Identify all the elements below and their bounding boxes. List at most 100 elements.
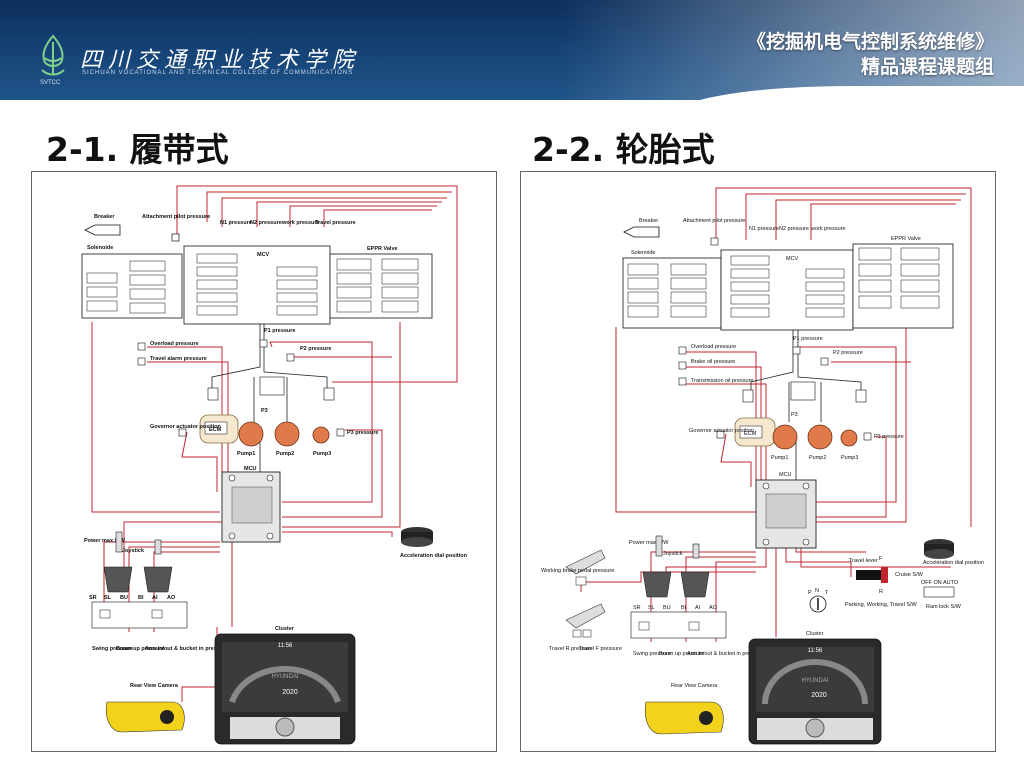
course-title-line2: 精品课程课题组 — [860, 57, 994, 78]
pump2-icon — [807, 424, 833, 450]
pump3-icon — [840, 429, 858, 447]
solenoide-items — [86, 260, 166, 314]
eppr-items — [336, 258, 419, 313]
eppr-items — [858, 247, 940, 309]
rear-camera-icon — [105, 701, 185, 733]
section-title-wheeled: 2-2. 轮胎式 — [532, 130, 715, 169]
travel-r-label: Travel R pressure — [549, 646, 593, 652]
mcu-unit — [221, 471, 281, 543]
p1-label: P1 pressure — [793, 336, 823, 342]
cluster-label: Cluster — [275, 626, 295, 632]
switch-ao: AO — [709, 605, 718, 611]
cluster-monitor — [748, 638, 882, 745]
n-label: N — [815, 588, 819, 594]
engine-ecm: ECM — [734, 417, 776, 447]
p1-label: P1 pressure — [264, 328, 296, 334]
joystick-label: Joystick — [663, 551, 683, 557]
rear-view-label: Rear View Camera — [130, 683, 179, 689]
solenoide-label: Solenoide — [87, 245, 113, 251]
cluster-rpm: 2020 — [282, 689, 298, 696]
transmission-sensor — [678, 377, 687, 386]
work-pressure-label: work pressure — [281, 220, 320, 226]
attachment-pilot-sensor — [171, 233, 180, 242]
working-brake-pedal-icon — [565, 549, 606, 586]
p2-sensor — [286, 353, 295, 362]
switch-sr: SR — [89, 595, 97, 601]
power-max-label: Power max S/W — [629, 540, 669, 546]
switch-sr: SR — [633, 605, 641, 611]
overload-sensor — [137, 342, 146, 351]
n2-label: N2 pressure — [779, 226, 809, 232]
pump2-icon — [274, 421, 300, 447]
power-max-label: Power max S/W — [84, 538, 126, 544]
overload-label: Overload pressure — [150, 341, 199, 347]
switch-ai: AI — [695, 605, 701, 611]
boomup-pressure-label: Boom up pressure — [116, 646, 165, 652]
breaker-label: Breaker — [639, 218, 658, 224]
swing-pressure-label: Swing pressure — [633, 651, 671, 657]
mcu-label: MCU — [244, 466, 257, 472]
engine-ecm: ECM — [199, 414, 239, 444]
mcv-spools — [196, 253, 318, 316]
swing-pressure-label: Swing pressure — [92, 646, 133, 652]
wheeled-diagram: Breaker Attachment pilot pressure N1 pre… — [541, 187, 984, 745]
travel-lever-icon — [856, 567, 888, 583]
travel-f-label: Travel F pressure — [579, 646, 622, 652]
n1-label: N1 pressure — [220, 220, 252, 226]
accel-dial-label: Acceleration dial position — [923, 560, 984, 566]
off-on-auto-label: OFF ON AUTO — [921, 580, 959, 586]
valve-left-icon — [207, 387, 219, 401]
eppr-valve-label: EPPR Valve — [891, 236, 921, 242]
school-name: 四川交通职业技术学院 — [80, 48, 361, 73]
p-label: P — [808, 590, 812, 596]
switch-ai: AI — [152, 595, 158, 601]
travel-pedal-icon — [565, 603, 606, 638]
cluster-brand: HYUNDAI — [801, 678, 828, 684]
work-pressure-label: work pressure — [810, 226, 846, 232]
rear-view-label: Rear View Camera — [671, 683, 718, 689]
accel-dial-icon — [924, 539, 954, 559]
switch-bu: BU — [120, 595, 128, 601]
solenoide-label: Solenoide — [631, 250, 655, 256]
switch-sl: SL — [104, 595, 112, 601]
course-title: 《挖掘机电气控制系统维修》 精品课程课题组 — [747, 30, 994, 80]
accel-dial-label: Acceleration dial position — [400, 553, 468, 559]
governor-sensor — [716, 430, 725, 439]
breaker-icon — [84, 224, 121, 236]
r-label: R — [879, 589, 883, 595]
pump3-label: Pump3 — [841, 455, 858, 461]
joystick-label: Joystick — [122, 548, 145, 554]
crawler-diagram-panel: Breaker Attachment pilot pressure N1 pre… — [31, 171, 497, 752]
mcv-label: MCV — [786, 256, 799, 262]
joystick-icon — [103, 531, 173, 593]
mcv-label: MCV — [257, 252, 270, 258]
wheeled-diagram-panel: Breaker Attachment pilot pressure N1 pre… — [520, 171, 996, 752]
t-label: T — [825, 590, 829, 596]
regulator-icon — [790, 381, 816, 401]
cluster-brand: HYUNDAI — [271, 674, 298, 680]
n2-label: N2 pressure — [250, 220, 282, 226]
valve-right-icon — [323, 387, 335, 401]
arm-in-out-label: Arm in/out & bucket in pressure — [687, 651, 764, 657]
crawler-diagram: Breaker Attachment pilot pressure N1 pre… — [81, 185, 468, 745]
ram-lock-switch-icon — [923, 586, 955, 598]
p2-label: P2 pressure — [300, 346, 332, 352]
cluster-label: Cluster — [806, 631, 824, 637]
working-brake-label: Working brake pedal pressure — [541, 568, 614, 574]
solenoide-items — [627, 263, 707, 318]
pump3-label: Pump3 — [313, 451, 331, 457]
header-fade — [560, 0, 1024, 100]
arm-in-out-label: Arm in/out & bucket in pressure — [145, 646, 228, 652]
pump3-icon — [312, 426, 330, 444]
switch-bi: BI — [138, 595, 144, 601]
course-title-line1: 《挖掘机电气控制系统维修》 — [746, 32, 994, 53]
parking-label: Parking, Working, Travel S/W — [845, 602, 918, 608]
cluster-monitor — [214, 633, 356, 745]
school-name-en: SICHUAN VOCATIONAL AND TECHNICAL COLLEGE… — [82, 70, 354, 76]
p3-label: P3 pressure — [874, 434, 904, 440]
signal-wires — [580, 187, 972, 642]
breaker-label: Breaker — [94, 214, 115, 220]
pump2-label: Pump2 — [276, 451, 294, 457]
cluster-rpm: 2020 — [811, 692, 827, 699]
switch-bi: BI — [681, 605, 687, 611]
